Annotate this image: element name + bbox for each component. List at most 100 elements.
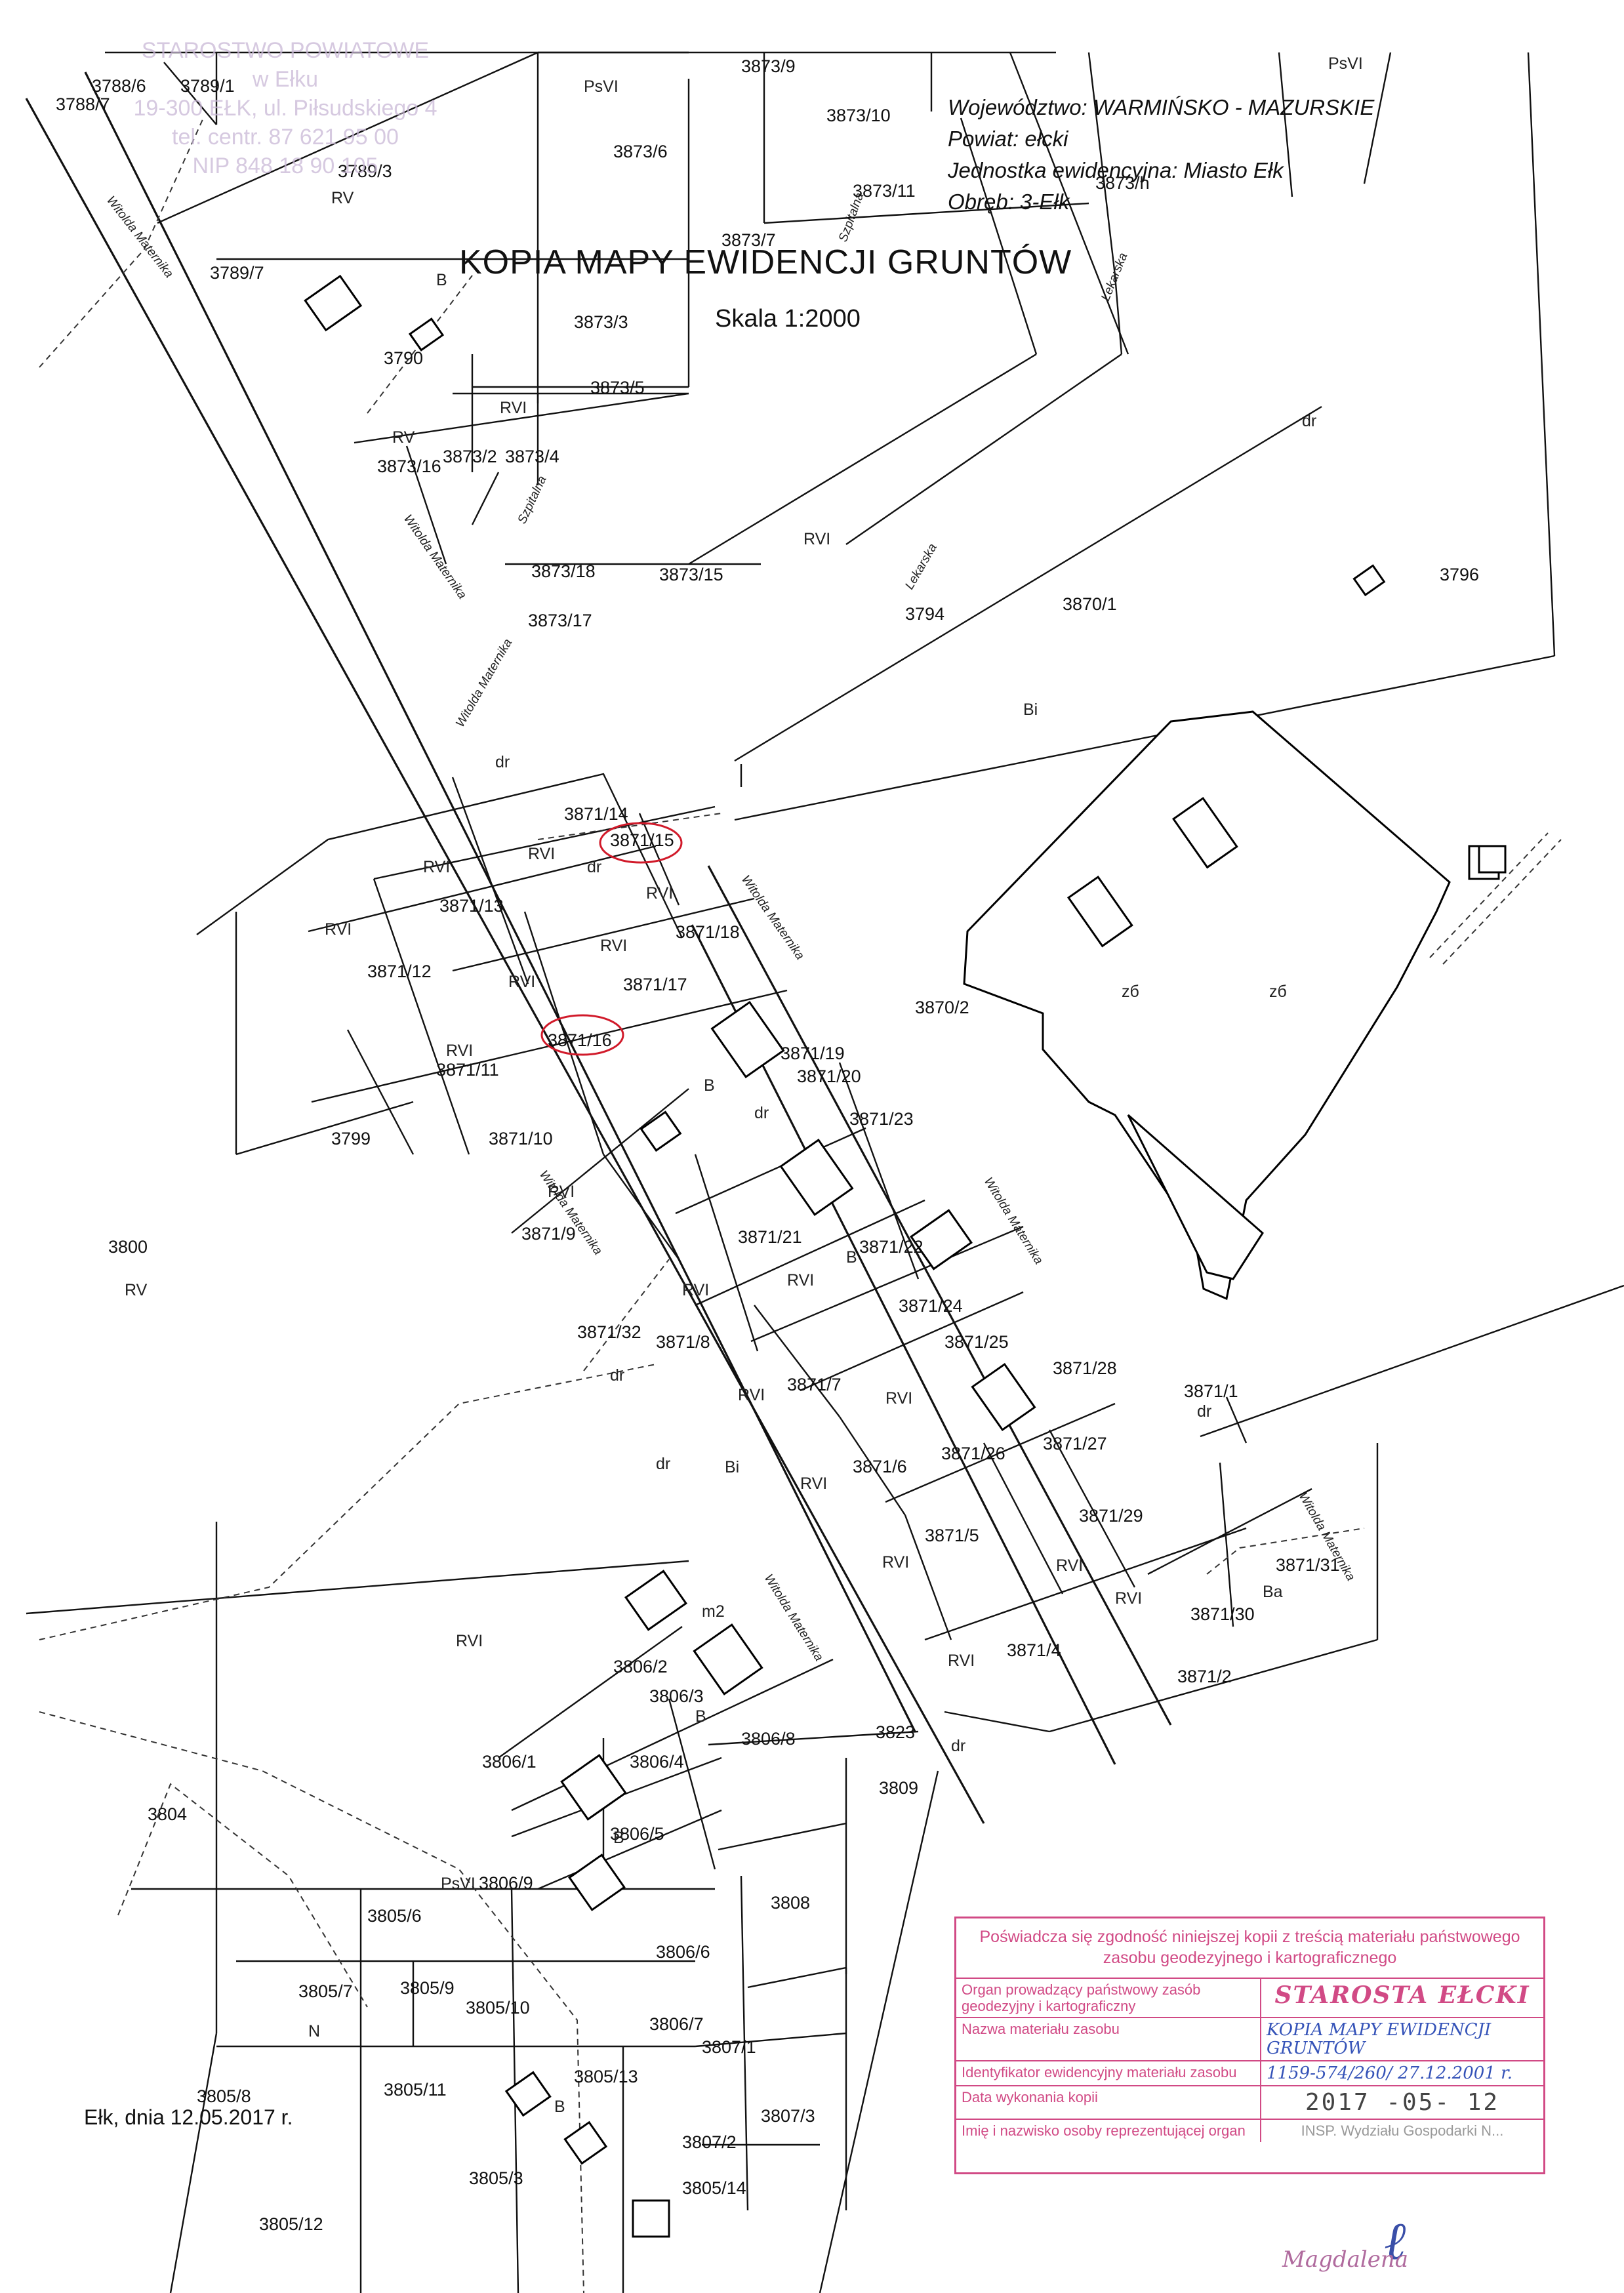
parcel-label: 3805/3 (469, 2168, 523, 2188)
parcel-label: 3806/9 (479, 1873, 533, 1893)
parcel-label: 3871/9 (521, 1224, 576, 1244)
land-use-label: dr (495, 753, 510, 771)
parcel-label: 3805/12 (259, 2214, 323, 2234)
parcel-label: 3873/10 (826, 106, 891, 125)
map-scale: Skala 1:2000 (715, 305, 861, 333)
parcel-label: 3789/1 (180, 76, 235, 96)
parcel-label: 3871/10 (489, 1129, 553, 1148)
cert-row: Identyfikator ewidencyjny materiału zaso… (956, 2061, 1543, 2086)
street-lekarska (688, 52, 1129, 565)
parcel-label: 3871/1 (1184, 1381, 1238, 1401)
street-label: Witolda Maternika (537, 1168, 605, 1257)
land-use-label: RVI (446, 1042, 473, 1060)
parcel-label: 3805/14 (682, 2178, 746, 2198)
parcel-label: 3805/7 (298, 1981, 353, 2001)
parcel-label: 3873/9 (741, 56, 796, 76)
parcel-label: 3873/h (1095, 173, 1150, 193)
parcel-label: 3871/19 (781, 1044, 845, 1063)
street-label: Witolda Maternika (981, 1175, 1045, 1267)
map-metadata: Województwo: WARMIŃSKO - MAZURSKIE Powia… (948, 92, 1459, 218)
land-use-label: RVI (600, 937, 627, 955)
parcel-label: 3805/9 (400, 1978, 455, 1998)
upper-block-lines (105, 51, 1556, 821)
parcel-label: 3805/6 (367, 1906, 422, 1926)
land-use-label: RVI (787, 1271, 814, 1289)
map-title: KOPIA MAPY EWIDENCJI GRUNTÓW (459, 243, 1072, 281)
street-label: Witolda Maternika (104, 193, 176, 281)
parcel-label: 3873/5 (590, 378, 645, 397)
cert-value: 1159-574/260/ 27.12.2001 r. (1267, 2063, 1512, 2083)
parcel-label: 3873/2 (443, 447, 497, 466)
cert-value: KOPIA MAPY EWIDENCJI GRUNTÓW (1267, 2020, 1492, 2058)
precinct: Obręb: 3-Ełk (948, 190, 1070, 214)
parcel-label: 3870/1 (1063, 594, 1117, 614)
land-use-labels: PsVI PsVI RV RV B RVI RVI dr Bi dr RVI R… (125, 54, 1363, 2116)
parcel-label: 3809 (879, 1778, 918, 1798)
parcel-label: 3788/6 (92, 76, 146, 96)
parcel-label: 3805/10 (466, 1998, 530, 2018)
land-use-label: RVI (1056, 1556, 1083, 1575)
parcel-label: 3871/32 (577, 1322, 641, 1342)
parcel-label: 3808 (771, 1893, 810, 1913)
parcel-label: 3788/7 (56, 94, 110, 114)
land-use-label: RVI (423, 858, 450, 876)
parcel-label: 3805/13 (574, 2067, 638, 2086)
parcel-label: 3871/27 (1043, 1434, 1107, 1453)
parcel-label: 3871/15 (610, 830, 674, 850)
land-use-label: RVI (682, 1281, 709, 1299)
parcel-label: 3871/5 (925, 1526, 979, 1545)
parcel-label: 3806/2 (613, 1657, 668, 1676)
parcel-label: 3789/7 (210, 263, 264, 283)
parcel-label: 3806/3 (649, 1686, 704, 1706)
cert-row: Data wykonania kopii 2017 -05- 12 (956, 2086, 1543, 2120)
land-use-label: Ba (1263, 1583, 1283, 1601)
street-label: Witolda Maternika (761, 1572, 826, 1664)
voivodeship: Województwo: WARMIŃSKO - MAZURSKIE (948, 95, 1375, 119)
cert-label: Identyfikator ewidencyjny materiału zaso… (956, 2061, 1261, 2085)
land-use-label: dr (587, 858, 601, 876)
land-use-label: dr (951, 1737, 965, 1755)
cert-value: STAROSTA EŁCKI (1274, 1981, 1530, 2009)
signature-mark: ℓ (1384, 2210, 1406, 2271)
parcel-label: 3871/26 (941, 1444, 1005, 1463)
signature-name: Magdalena (1282, 2246, 1409, 2273)
land-use-label: RVI (800, 1474, 827, 1493)
land-use-label: PsVI (584, 77, 619, 96)
block-3871-lines (196, 773, 1624, 1733)
parcel-label: 3871/23 (849, 1109, 914, 1129)
parcel-label: 3873/18 (531, 561, 596, 581)
parcel-label: 3790 (384, 348, 423, 368)
parcel-label: 3789/3 (338, 161, 392, 181)
land-use-label: B (436, 271, 447, 289)
parcel-label: 3807/3 (761, 2106, 815, 2126)
land-use-label: RVI (646, 884, 673, 903)
parcel-label: 3823 (876, 1722, 915, 1742)
land-use-label: RVI (885, 1389, 912, 1408)
land-use-label: RVI (548, 1183, 575, 1201)
land-use-label: PsVI (441, 1875, 476, 1893)
parcel-label: 3806/4 (630, 1752, 684, 1772)
parcel-label: 3871/4 (1007, 1640, 1061, 1660)
land-use-label: Bi (725, 1458, 739, 1476)
parcel-label: 3871/20 (797, 1066, 861, 1086)
parcel-label: 3873/6 (613, 142, 668, 161)
county: Powiat: ełcki (948, 127, 1068, 151)
parcel-label: 3873/17 (528, 611, 592, 630)
parcel-label: 3806/1 (482, 1752, 537, 1772)
parcel-label: 3871/12 (367, 962, 432, 981)
cert-label: Data wykonania kopii (956, 2086, 1261, 2119)
street-label: Witolda Maternika (453, 636, 515, 729)
cert-label: Imię i nazwisko osoby reprezentującej or… (956, 2120, 1261, 2142)
certification-heading: Poświadcza się zgodność niniejszej kopii… (956, 1918, 1543, 1979)
parcel-label: 3871/31 (1276, 1555, 1340, 1575)
land-use-label: PsVI (1328, 54, 1363, 73)
parcel-label: 3805/11 (384, 2080, 447, 2100)
land-use-label: RVI (456, 1632, 483, 1650)
land-use-label: dr (1302, 412, 1316, 430)
land-use-label: RVI (528, 845, 555, 863)
land-use-label: dr (754, 1104, 769, 1122)
parcel-label: 3871/11 (436, 1060, 499, 1080)
parcel-label: 3806/6 (656, 1942, 710, 1962)
parcel-label: 3871/16 (548, 1030, 612, 1050)
